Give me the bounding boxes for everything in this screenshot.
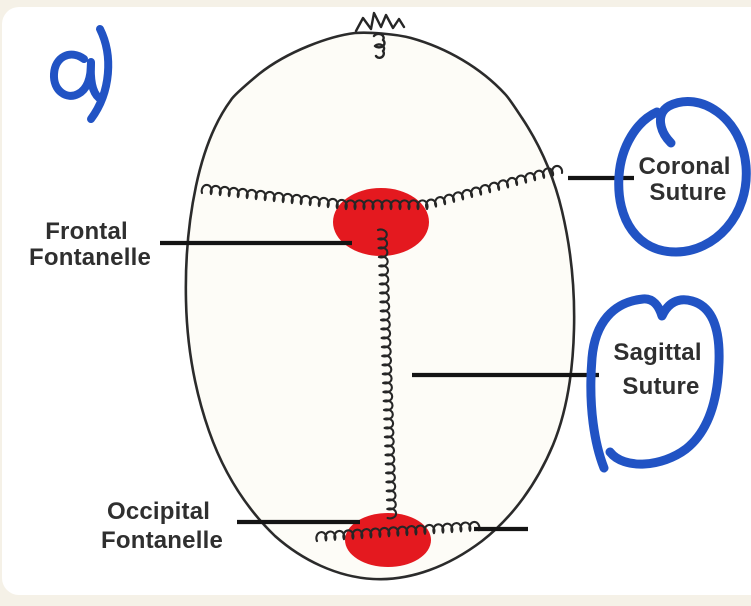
nasal-scribble <box>354 11 406 33</box>
handwritten-a-marker <box>50 25 113 123</box>
lambdoid-suture-squiggle <box>315 520 481 543</box>
skull-outline <box>184 31 576 581</box>
coronal-suture-label: Coronal Suture <box>639 153 738 206</box>
frontal-fontanelle-label: Frontal Fontanelle <box>29 218 151 271</box>
sagittal-suture-squiggle <box>376 228 398 520</box>
frontal-suture-stub <box>372 32 386 59</box>
pen-circle-sagittal <box>586 294 724 473</box>
occipital-fontanelle-label: Occipital Fontanelle <box>101 498 223 554</box>
pen-paren-stroke <box>87 25 113 123</box>
frontal-fontanelle-shape <box>333 188 429 256</box>
sagittal-suture-label: Sagittal Suture <box>613 339 708 400</box>
pen-a-tail <box>86 58 103 102</box>
coronal-suture-squiggle <box>200 164 564 211</box>
pen-circle-coronal <box>614 97 751 257</box>
